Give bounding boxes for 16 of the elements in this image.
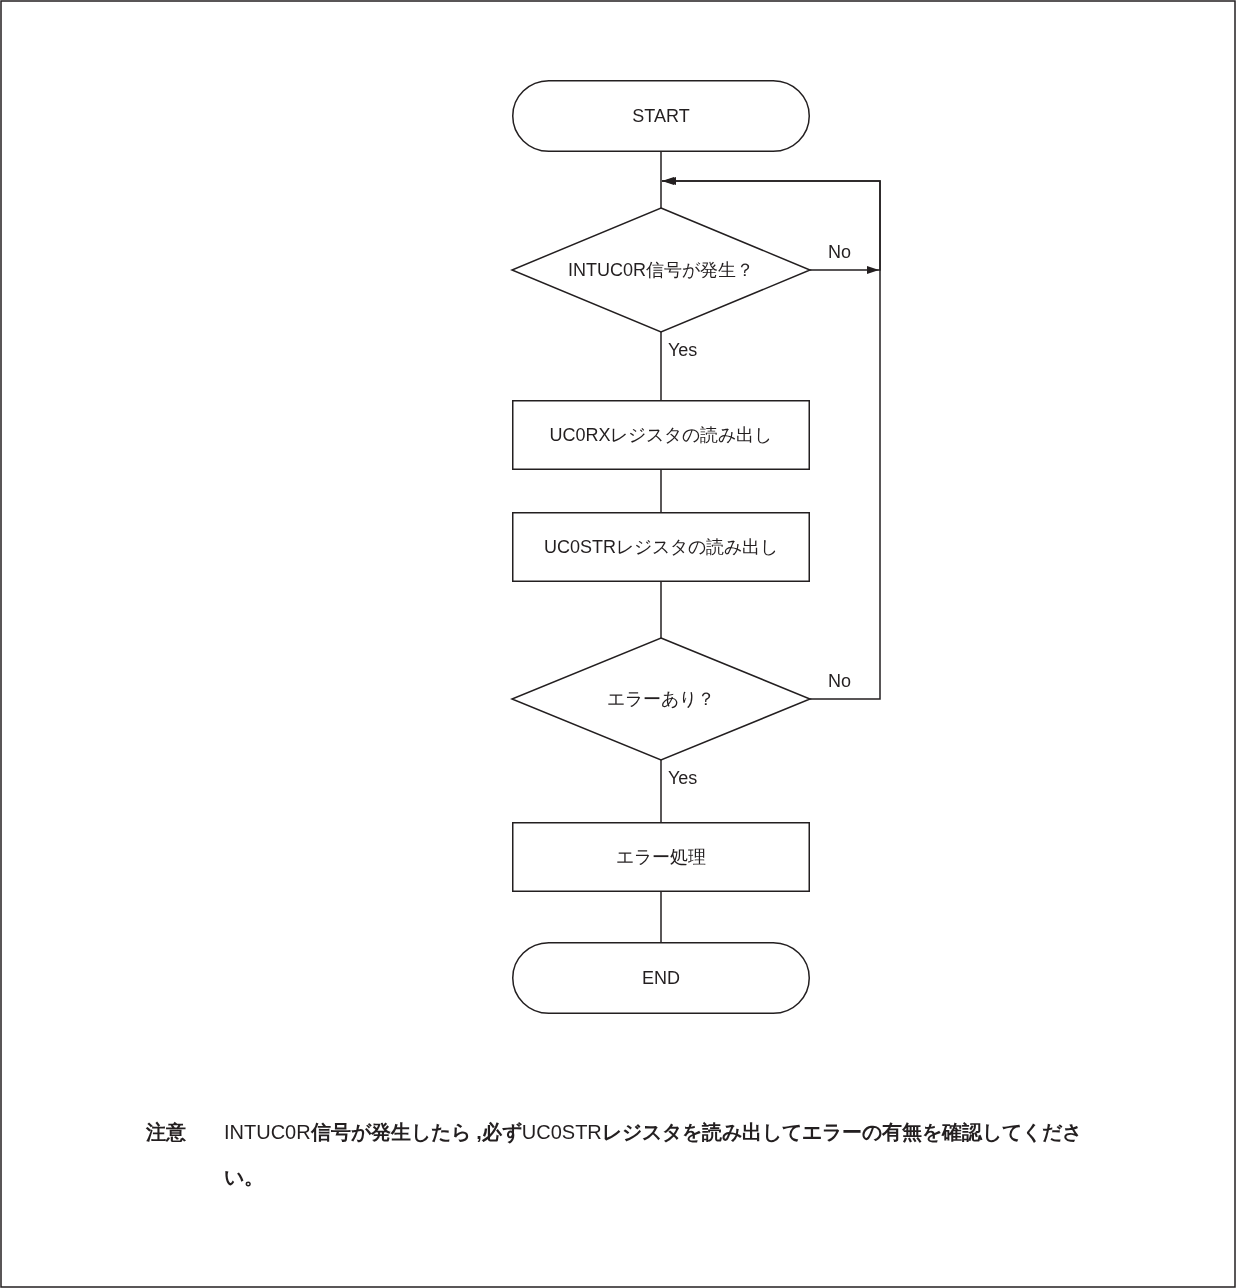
connector-line xyxy=(660,151,662,209)
process-box: エラー処理 xyxy=(512,822,810,892)
connector-line xyxy=(660,331,662,401)
process-box: UC0RXレジスタの読み出し xyxy=(512,400,810,470)
terminal-box: END xyxy=(512,942,810,1014)
connector-line xyxy=(660,469,662,513)
connector-line xyxy=(660,759,662,823)
connector-line xyxy=(660,581,662,639)
decision-diamond: エラーあり？ xyxy=(512,638,810,760)
arrow xyxy=(661,177,881,700)
terminal-box: START xyxy=(512,80,810,152)
note-text: INTUC0R信号が発生したら ,必ずUC0STRレジスタを読み出してエラーの有無を確認してください。 xyxy=(224,1120,1083,1190)
decision-diamond: INTUC0R信号が発生？ xyxy=(512,208,810,332)
note-heading: 注意 xyxy=(146,1120,187,1145)
process-box: UC0STRレジスタの読み出し xyxy=(512,512,810,582)
connector-line xyxy=(660,891,662,943)
